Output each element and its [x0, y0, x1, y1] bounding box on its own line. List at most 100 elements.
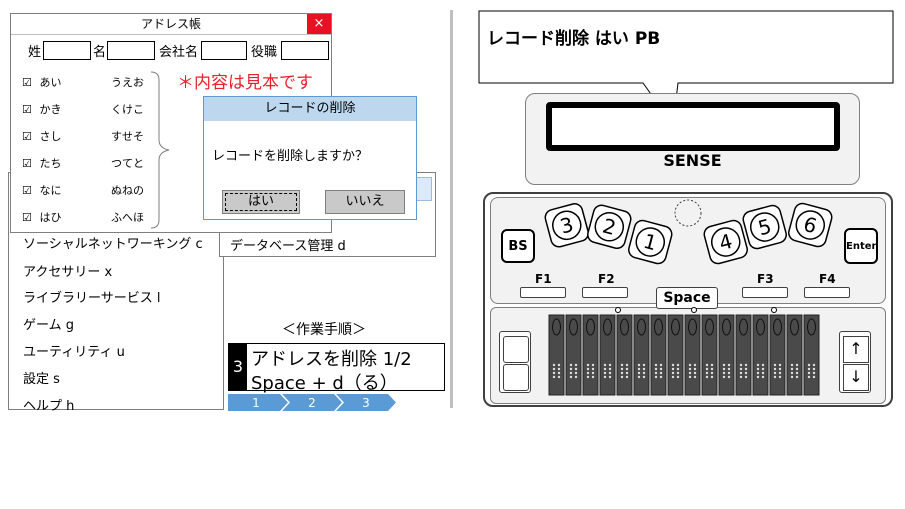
- sensor-icon: [674, 199, 702, 227]
- enter-key[interactable]: Enter: [844, 228, 878, 264]
- window-title: アドレス帳: [11, 14, 331, 35]
- braille-cell: [667, 314, 684, 396]
- braille-cell: [735, 314, 752, 396]
- title-field[interactable]: [281, 41, 329, 60]
- company-field[interactable]: [201, 41, 247, 60]
- menu-item-settings[interactable]: 設定 s: [23, 372, 60, 387]
- no-button[interactable]: いいえ: [325, 190, 405, 214]
- menu-item-social[interactable]: ソーシャルネットワーキング c: [23, 237, 203, 252]
- step-1-label: 1: [252, 396, 260, 410]
- speech-text: レコード削除 はい PB: [487, 29, 661, 49]
- display-screen: [546, 102, 840, 151]
- rocker-up-button[interactable]: [503, 336, 529, 363]
- guide-dot: [615, 307, 621, 313]
- dot-key-3: 3: [544, 203, 589, 248]
- menu-item-game[interactable]: ゲーム g: [23, 318, 74, 333]
- rocker-down-button[interactable]: [503, 364, 529, 391]
- divider: [450, 10, 453, 408]
- f2-key[interactable]: [582, 287, 628, 298]
- braille-cell: [701, 314, 718, 396]
- checkbox[interactable]: ☑: [22, 211, 32, 224]
- field-label-company: 会社名: [159, 45, 199, 60]
- list-item[interactable]: ☑ さし: [22, 130, 62, 143]
- dot-key-1: 1: [628, 219, 673, 265]
- yes-button[interactable]: はい: [222, 190, 300, 214]
- svg-text:5: 5: [755, 214, 774, 240]
- list-item-detail: ぬねの: [111, 184, 144, 197]
- braille-cell: [803, 314, 820, 396]
- space-key[interactable]: Space: [656, 287, 718, 309]
- sample-note: ＊内容は見本です: [177, 73, 313, 93]
- f1-label: F1: [535, 272, 552, 286]
- list-item-detail: くけこ: [111, 103, 144, 116]
- svg-text:3: 3: [558, 212, 577, 238]
- dot-key-6: 6: [788, 202, 833, 248]
- braille-cell: [718, 314, 735, 396]
- dialog-title: レコードの削除: [204, 97, 416, 121]
- braille-cell: [786, 314, 803, 396]
- menu-item-help[interactable]: ヘルプ h: [23, 399, 75, 414]
- checkbox[interactable]: ☑: [22, 103, 32, 116]
- list-item[interactable]: ☑ たち: [22, 157, 62, 170]
- dot-key-2: 2: [587, 204, 632, 249]
- field-label-title: 役職: [251, 45, 278, 60]
- checkbox[interactable]: ☑: [22, 184, 32, 197]
- procedure-title: ＜作業手順＞: [282, 322, 366, 338]
- braille-cell: [565, 314, 582, 396]
- delete-dialog: レコードの削除 レコードを削除しますか？ はい いいえ: [203, 96, 417, 220]
- surname-field[interactable]: [43, 41, 91, 60]
- brace-icon: [150, 71, 170, 229]
- field-label-name: 名: [93, 45, 107, 60]
- name-field[interactable]: [107, 41, 155, 60]
- arrow-up-icon[interactable]: ↑: [843, 336, 869, 363]
- f4-label: F4: [819, 272, 836, 286]
- menu-item-library[interactable]: ライブラリーサービス l: [23, 291, 161, 306]
- braille-cell: [650, 314, 667, 396]
- list-item[interactable]: ☑ かき: [22, 103, 62, 116]
- arrow-down-icon[interactable]: ↓: [843, 364, 869, 391]
- field-label-surname: 姓: [28, 45, 42, 60]
- f3-key[interactable]: [742, 287, 788, 298]
- step-2-label: 2: [308, 396, 316, 410]
- braille-cell: [684, 314, 701, 396]
- checkbox[interactable]: ☑: [22, 130, 32, 143]
- braille-cell: [633, 314, 650, 396]
- menu-item-accessory[interactable]: アクセサリー x: [23, 265, 113, 280]
- step-1-chevron: [228, 394, 288, 411]
- list-item-detail: ふへほ: [111, 211, 144, 224]
- checkbox[interactable]: ☑: [22, 76, 32, 89]
- f1-key[interactable]: [520, 287, 566, 298]
- f4-key[interactable]: [804, 287, 850, 298]
- list-item-detail: うえお: [111, 76, 144, 89]
- list-item[interactable]: ☑ あい: [22, 76, 62, 89]
- braille-cell: [548, 314, 565, 396]
- step-2-chevron: [282, 394, 342, 411]
- braille-cell: [752, 314, 769, 396]
- svg-text:2: 2: [600, 214, 619, 240]
- list-item-detail: すせそ: [111, 130, 144, 143]
- dot-key-4: 4: [703, 219, 748, 265]
- step-progress: 1 2 3: [228, 394, 396, 411]
- guide-dot: [691, 307, 697, 313]
- braille-cells: [548, 307, 820, 396]
- step-number: 3: [229, 344, 247, 390]
- step-3-label: 3: [362, 396, 370, 410]
- menu-item-database[interactable]: データベース管理 d: [230, 239, 346, 254]
- dot-keys: 3 2 1 4 5 6: [544, 199, 833, 265]
- f2-label: F2: [598, 272, 615, 286]
- dialog-message: レコードを削除しますか？: [212, 149, 369, 164]
- menu-item-utility[interactable]: ユーティリティ u: [23, 345, 125, 360]
- svg-text:4: 4: [716, 229, 735, 255]
- braille-cell: [582, 314, 599, 396]
- bs-key[interactable]: BS: [501, 229, 535, 263]
- right-rocker: ↑ ↓: [839, 331, 871, 393]
- dot-key-5: 5: [742, 204, 787, 250]
- braille-cell: [769, 314, 786, 396]
- list-item[interactable]: ☑ なに: [22, 184, 62, 197]
- checkbox[interactable]: ☑: [22, 157, 32, 170]
- close-button[interactable]: ×: [307, 14, 331, 34]
- list-item[interactable]: ☑ はひ: [22, 211, 62, 224]
- procedure-line-1: アドレスを削除 1/2: [251, 349, 412, 370]
- display-label: SENSE: [663, 151, 722, 170]
- list-item-detail: つてと: [111, 157, 144, 170]
